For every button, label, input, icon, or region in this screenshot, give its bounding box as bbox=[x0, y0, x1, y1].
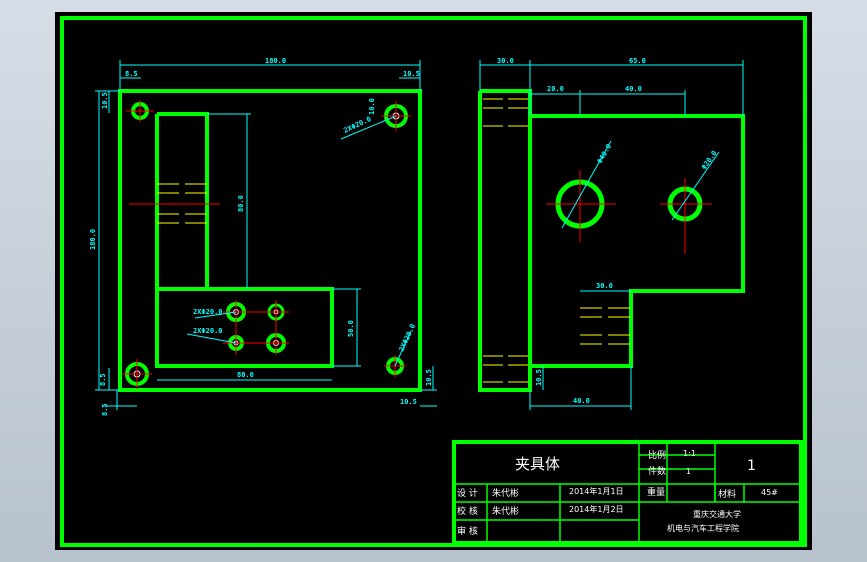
dim-bottom-left-a: 8.5 bbox=[99, 373, 107, 386]
dim-side-hole-large: Φ40.0 bbox=[596, 143, 613, 165]
dim-side-left-width: 30.0 bbox=[497, 57, 514, 65]
check-label: 校 核 bbox=[457, 505, 478, 517]
scale-value: 1:1 bbox=[683, 449, 696, 458]
dim-bottom-right-a: 10.5 bbox=[425, 369, 433, 386]
dim-pattern-a: 2XΦ20.0 bbox=[193, 308, 223, 316]
front-hidden-lines bbox=[157, 183, 207, 224]
front-view: 180.0 10.5 8.5 10.5 180.0 8.5 8.5 80.0 5… bbox=[89, 57, 437, 416]
side-hidden-lines bbox=[483, 98, 630, 383]
sheet-border bbox=[60, 16, 807, 547]
dim-right-edge: 10.5 bbox=[403, 70, 420, 78]
department-name: 机电与汽车工程学院 bbox=[667, 523, 739, 533]
title-block-border bbox=[452, 440, 803, 545]
dim-top-edge: 10.5 bbox=[101, 92, 109, 109]
side-outline bbox=[478, 89, 745, 392]
dim-side-right-width: 65.0 bbox=[629, 57, 646, 65]
drawing-viewport[interactable]: 180.0 10.5 8.5 10.5 180.0 8.5 8.5 80.0 5… bbox=[55, 12, 812, 550]
dim-overall-width: 180.0 bbox=[265, 57, 286, 65]
side-centerlines bbox=[546, 170, 712, 254]
check-name: 朱代彬 bbox=[492, 505, 519, 517]
dim-left-edge: 8.5 bbox=[125, 70, 138, 78]
check-date: 2014年1月2日 bbox=[569, 504, 624, 514]
design-date: 2014年1月1日 bbox=[569, 486, 624, 496]
dim-bottom-left-b: 8.5 bbox=[101, 403, 109, 416]
part-name: 夹具体 bbox=[515, 455, 560, 473]
count-label: 件数 bbox=[648, 465, 666, 477]
dim-side-bottom-width: 40.0 bbox=[573, 397, 590, 405]
dim-side-step-a: 20.0 bbox=[547, 85, 564, 93]
title-block: 夹具体 比例 1:1 件数 1 1 重量 材料 45# 设 计 朱代彬 2014… bbox=[452, 440, 803, 545]
front-outline bbox=[118, 89, 422, 392]
dim-side-lower-step: 30.0 bbox=[596, 282, 613, 290]
dim-hole-top-right-depth: 10.0 bbox=[368, 98, 376, 115]
material-value: 45# bbox=[761, 488, 778, 497]
front-pocket bbox=[155, 287, 334, 368]
dim-hole-bottom-right: 2XΦ20.0 bbox=[398, 323, 418, 353]
count-value: 1 bbox=[686, 467, 691, 476]
dim-side-hole-small: Φ20.0 bbox=[700, 149, 719, 171]
front-dimension-lines bbox=[95, 60, 437, 410]
front-slot-vertical bbox=[157, 112, 209, 289]
dim-slot-height: 50.0 bbox=[347, 320, 355, 337]
hole-centers bbox=[133, 112, 400, 378]
design-label: 设 计 bbox=[457, 487, 478, 499]
weight-label: 重量 bbox=[647, 486, 665, 498]
material-label: 材料 bbox=[718, 488, 736, 500]
dim-side-bottom-height: 10.5 bbox=[535, 369, 543, 386]
dim-overall-height: 180.0 bbox=[89, 229, 97, 250]
dim-bottom-right-b: 10.5 bbox=[400, 398, 417, 406]
cad-drawing: 180.0 10.5 8.5 10.5 180.0 8.5 8.5 80.0 5… bbox=[60, 16, 807, 547]
dim-side-step-b: 40.0 bbox=[625, 85, 642, 93]
review-label: 审 核 bbox=[457, 525, 478, 537]
dim-pattern-b: 2XΦ20.0 bbox=[193, 327, 223, 335]
design-name: 朱代彬 bbox=[492, 487, 519, 499]
scale-label: 比例 bbox=[648, 449, 666, 461]
dim-inner-height: 80.0 bbox=[237, 195, 245, 212]
side-dimension-lines bbox=[479, 60, 744, 410]
dim-slot-width: 80.0 bbox=[237, 371, 254, 379]
sheet-number: 1 bbox=[747, 458, 756, 474]
side-view: 30.0 65.0 20.0 40.0 Φ40.0 Φ20.0 30.0 10.… bbox=[478, 57, 745, 410]
school-name: 重庆交通大学 bbox=[693, 509, 741, 519]
